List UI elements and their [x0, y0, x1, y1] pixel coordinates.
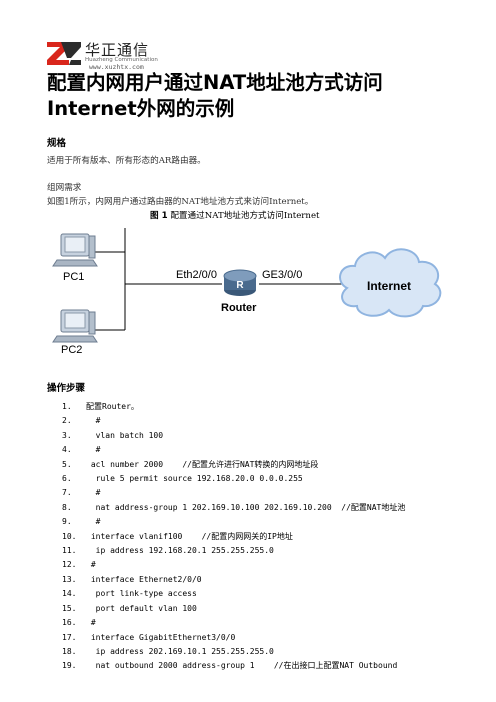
code-line: 12. #: [62, 558, 405, 572]
code-line-text: interface vlanif100 //配置内网网关的IP地址: [86, 531, 293, 541]
figure-caption: 图 1 配置通过NAT地址池方式访问Internet: [150, 209, 319, 221]
code-line: 14. port link-type access: [62, 587, 405, 601]
code-line-text: interface Ethernet2/0/0: [86, 574, 202, 584]
code-line-number: 5.: [62, 459, 72, 469]
steps-heading: 操作步骤: [47, 383, 86, 394]
code-line: 7. #: [62, 486, 405, 500]
code-line-number: 16.: [62, 618, 77, 628]
logo-chinese-name: 华正通信: [85, 41, 150, 59]
spec-heading: 规格: [47, 138, 67, 149]
code-line-number: 17.: [62, 632, 77, 642]
network-diagram: PC1 PC2 Eth2/0/0 GE3/0/0 R Router Intern…: [52, 228, 442, 356]
code-line-text: port default vlan 100: [86, 603, 197, 613]
figure-caption-text: 配置通过NAT地址池方式访问Internet: [170, 211, 320, 221]
code-line-text: rule 5 permit source 192.168.20.0 0.0.0.…: [86, 474, 303, 484]
code-line-number: 6.: [62, 474, 72, 484]
pc2-label: PC2: [61, 344, 82, 356]
code-line-text: #: [86, 618, 96, 628]
code-line: 16. #: [62, 616, 405, 630]
code-line-number: 8.: [62, 502, 72, 512]
code-line-text: ip address 202.169.10.1 255.255.255.0: [86, 646, 274, 656]
code-line-number: 3.: [62, 430, 72, 440]
code-line: 2. #: [62, 414, 405, 428]
logo-english-name: Huazheng Communication: [85, 57, 158, 63]
code-line-text: ip address 192.168.20.1 255.255.255.0: [86, 546, 274, 556]
code-line: 6. rule 5 permit source 192.168.20.0 0.0…: [62, 472, 405, 486]
company-logo: 华正通信 Huazheng Communication: [47, 38, 247, 74]
code-line-number: 10.: [62, 531, 77, 541]
code-line: 17. interface GigabitEthernet3/0/0: [62, 631, 405, 645]
code-line-text: acl number 2000 //配置允许进行NAT转换的内网地址段: [86, 459, 319, 469]
code-line: 3. vlan batch 100: [62, 429, 405, 443]
code-line-text: #: [86, 416, 101, 426]
requirements-heading: 组网需求: [47, 183, 82, 193]
code-line-number: 15.: [62, 603, 77, 613]
zz-logo-icon: [47, 42, 81, 65]
requirements-text: 如图1所示，内网用户通过路由器的NAT地址池方式来访问Internet。: [47, 197, 314, 207]
code-line-text: nat outbound 2000 address-group 1 //在出接口…: [86, 661, 398, 671]
pc2-computer-icon: [52, 309, 98, 343]
code-line: 9. #: [62, 515, 405, 529]
code-line-number: 11.: [62, 546, 77, 556]
router-letter: R: [236, 280, 244, 291]
code-line-text: #: [86, 488, 101, 498]
code-line: 4. #: [62, 443, 405, 457]
code-line-text: interface GigabitEthernet3/0/0: [86, 632, 236, 642]
code-line-number: 1.: [62, 402, 72, 411]
code-line-text: port link-type access: [86, 589, 197, 599]
code-line-number: 18.: [62, 646, 77, 656]
code-line: 15. port default vlan 100: [62, 602, 405, 616]
pc1-computer-icon: [52, 233, 98, 267]
router-icon: R: [223, 269, 257, 296]
code-line-number: 4.: [62, 445, 72, 455]
ge-interface-label: GE3/0/0: [262, 269, 302, 281]
code-line: 18. ip address 202.169.10.1 255.255.255.…: [62, 645, 405, 659]
code-line-text: #: [86, 517, 101, 527]
pc1-label: PC1: [63, 271, 84, 283]
code-line: 10. interface vlanif100 //配置内网网关的IP地址: [62, 530, 405, 544]
code-line-text: #: [86, 445, 101, 455]
code-line-text: nat address-group 1 202.169.10.100 202.1…: [86, 502, 406, 512]
code-line-text: #: [86, 560, 96, 570]
code-line-number: 14.: [62, 589, 77, 599]
code-line: 11. ip address 192.168.20.1 255.255.255.…: [62, 544, 405, 558]
internet-cloud-icon: [339, 248, 442, 318]
code-line: 1. 配置Router。: [62, 400, 405, 414]
eth-interface-label: Eth2/0/0: [176, 269, 217, 281]
code-line-number: 2.: [62, 416, 72, 426]
code-line-number: 19.: [62, 661, 77, 671]
page-title: 配置内网用户通过NAT地址池方式访问Internet外网的示例: [47, 71, 383, 120]
code-line-number: 13.: [62, 574, 77, 584]
header-url: www.xuzhtx.com: [89, 63, 144, 71]
internet-label: Internet: [367, 279, 411, 293]
code-line-number: 7.: [62, 488, 72, 498]
code-line: 19. nat outbound 2000 address-group 1 //…: [62, 659, 405, 673]
router-label: Router: [221, 302, 257, 314]
code-line: 5. acl number 2000 //配置允许进行NAT转换的内网地址段: [62, 458, 405, 472]
code-line-text: 配置Router。: [86, 402, 139, 411]
code-line-number: 9.: [62, 517, 72, 527]
code-line-text: vlan batch 100: [86, 430, 164, 440]
spec-text: 适用于所有版本、所有形态的AR路由器。: [47, 156, 206, 166]
code-line-number: 12.: [62, 560, 77, 570]
code-line: 13. interface Ethernet2/0/0: [62, 573, 405, 587]
code-line: 8. nat address-group 1 202.169.10.100 20…: [62, 501, 405, 515]
figure-caption-number: 图 1: [150, 211, 168, 221]
